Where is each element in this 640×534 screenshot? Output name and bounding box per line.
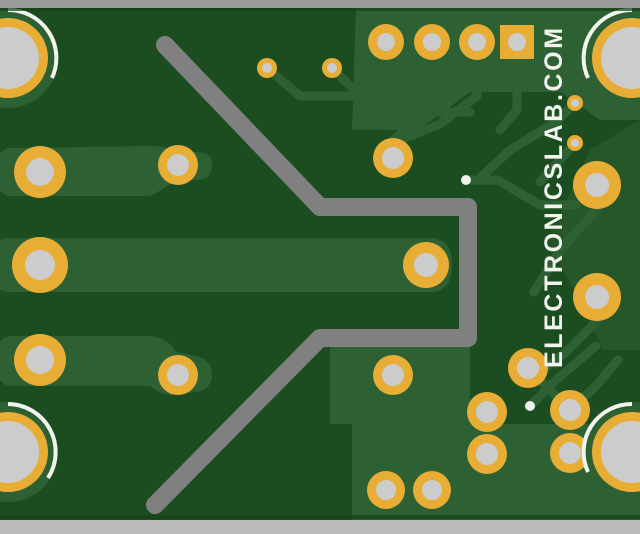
pad-center-upper xyxy=(373,138,413,178)
silkscreen-brand-text: ELECTRONICSLAB.COM xyxy=(540,25,568,368)
pad-right-col-d xyxy=(550,390,590,430)
pad-bus-left xyxy=(12,237,68,293)
pad-left-upper-small xyxy=(158,145,198,185)
pad-bottom-a xyxy=(367,471,405,509)
pad-right-col-e xyxy=(550,433,590,473)
via-top-b xyxy=(322,58,342,78)
mounting-hole-top-right xyxy=(581,8,640,108)
pad-group xyxy=(12,24,621,509)
via-white-lower xyxy=(525,401,535,411)
trace-via-b-to-header xyxy=(327,55,437,93)
trace-right-pad-fan-a xyxy=(529,204,602,297)
trace-bracket-gray xyxy=(146,36,477,514)
pad-center-lower xyxy=(373,355,413,395)
trace-via-a-to-header xyxy=(262,55,391,101)
white-via-group xyxy=(461,175,535,411)
via-right-a xyxy=(567,95,583,111)
pad-header-1 xyxy=(368,24,404,60)
pad-bottom-b xyxy=(413,471,451,509)
background-bottom xyxy=(0,518,640,534)
pad-header-2 xyxy=(414,24,450,60)
mounting-hole-top-left xyxy=(0,8,59,108)
pad-right-col-b xyxy=(467,392,507,432)
trace-white-via-lower xyxy=(525,341,601,411)
board-edge-bottom xyxy=(0,515,640,519)
pad-left-upper-large xyxy=(14,146,66,198)
trace-pin1-down xyxy=(495,57,522,135)
trace-right-pad-fan-b xyxy=(535,316,602,377)
pad-bus-right xyxy=(403,242,449,288)
pad-header-3 xyxy=(459,24,495,60)
mounting-hole-bottom-right xyxy=(581,401,640,502)
pad-left-lower-large xyxy=(14,334,66,386)
via-white-upper xyxy=(461,175,471,185)
pad-right-upper xyxy=(573,161,621,209)
pad-right-col-c xyxy=(467,434,507,474)
pad-left-lower-small xyxy=(158,355,198,395)
pad-right-col-a xyxy=(508,348,548,388)
copper-bus-center xyxy=(0,238,452,292)
pad-right-lower xyxy=(573,273,621,321)
mounting-hole-group xyxy=(0,8,640,502)
via-right-b xyxy=(567,135,583,151)
via-top-a xyxy=(257,58,277,78)
pad-header-4-pin1 xyxy=(500,25,534,59)
trace-white-via-run xyxy=(461,175,581,210)
mounting-hole-bottom-left xyxy=(0,402,58,502)
trace-center-up xyxy=(388,107,475,145)
board-edge-top xyxy=(0,8,640,11)
trace-right-upper-a xyxy=(475,98,580,183)
background-top xyxy=(0,0,640,9)
